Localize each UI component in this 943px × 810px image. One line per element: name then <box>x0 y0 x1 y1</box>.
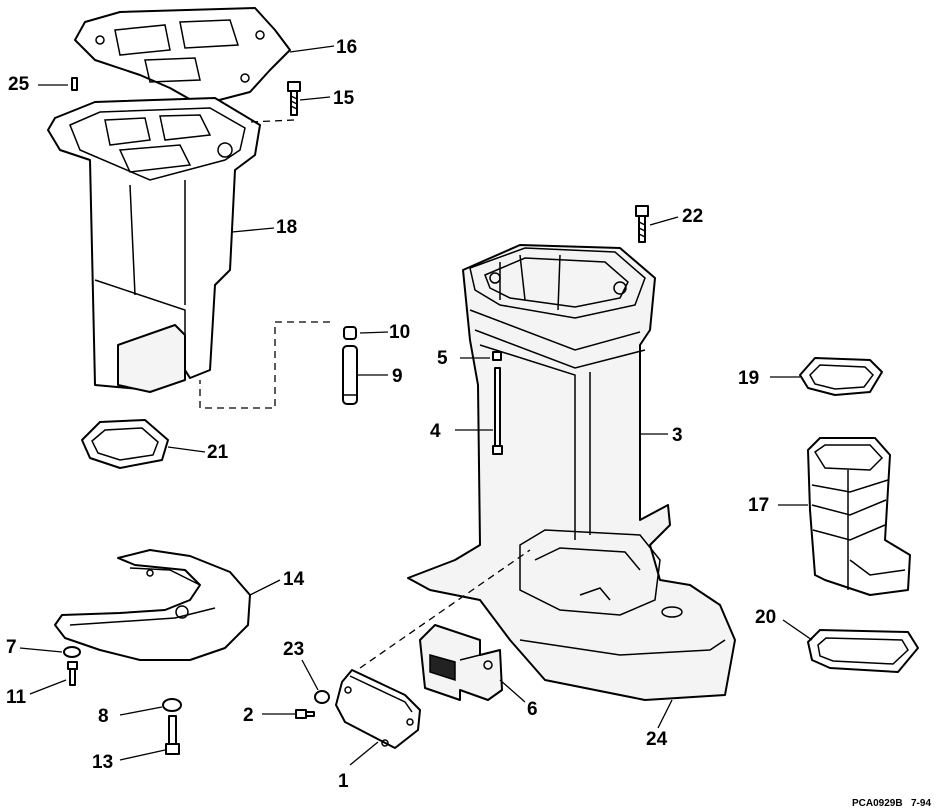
part-1-cover <box>335 669 421 749</box>
figure-date: 7-94 <box>911 798 931 809</box>
callout-10: 10 <box>389 322 410 343</box>
callout-14: 14 <box>283 569 305 590</box>
part-6-mount <box>419 624 503 701</box>
assembly-line-15 <box>249 119 295 123</box>
part-10-cap <box>343 326 357 340</box>
part-16-gasket <box>74 7 291 106</box>
callout-18: 18 <box>276 217 297 238</box>
part-11-screw <box>67 661 78 686</box>
figure-code: PCA0929B <box>852 798 903 809</box>
callout-21: 21 <box>207 442 229 463</box>
part-21-gasket <box>81 419 169 469</box>
callout-1: 1 <box>338 771 349 792</box>
callout-20: 20 <box>755 607 776 628</box>
part-25-pin <box>71 77 78 91</box>
part-14-plate <box>54 549 251 661</box>
callout-9: 9 <box>392 366 403 387</box>
callout-24: 24 <box>646 729 668 750</box>
part-22-screw <box>635 205 649 243</box>
callout-16: 16 <box>336 37 357 58</box>
assembly-line-9-10 <box>199 321 330 409</box>
part-4-stud <box>492 367 503 455</box>
part-23-washer <box>314 690 330 704</box>
part-20-gasket <box>807 629 919 673</box>
callout-22: 22 <box>682 206 703 227</box>
part-19-gasket <box>799 357 883 396</box>
callout-13: 13 <box>92 752 113 773</box>
callout-15: 15 <box>333 88 355 109</box>
part-18-adapter-housing <box>47 97 261 393</box>
part-2-screw <box>295 709 315 719</box>
part-17-exhaust-tube <box>807 437 911 596</box>
leader-lines <box>19 45 813 766</box>
callout-3: 3 <box>672 425 683 446</box>
callout-19: 19 <box>738 368 759 389</box>
callout-11: 11 <box>6 687 27 708</box>
callout-5: 5 <box>437 348 448 369</box>
part-5-nut <box>492 351 502 361</box>
part-13-bolt <box>165 715 180 755</box>
assembly-line-1 <box>359 549 531 669</box>
callout-6: 6 <box>527 699 538 720</box>
callout-25: 25 <box>8 74 30 95</box>
callout-23: 23 <box>283 639 304 660</box>
part-9-tube <box>342 345 358 405</box>
callout-8: 8 <box>98 706 109 727</box>
callout-4: 4 <box>430 421 441 442</box>
part-3-driveshaft-housing <box>407 244 736 701</box>
part-8-nut <box>162 698 182 712</box>
part-7-washer <box>63 646 81 658</box>
callout-7: 7 <box>6 637 17 658</box>
part-15-screw <box>287 81 301 116</box>
callout-2: 2 <box>243 705 254 726</box>
callout-17: 17 <box>748 495 769 516</box>
